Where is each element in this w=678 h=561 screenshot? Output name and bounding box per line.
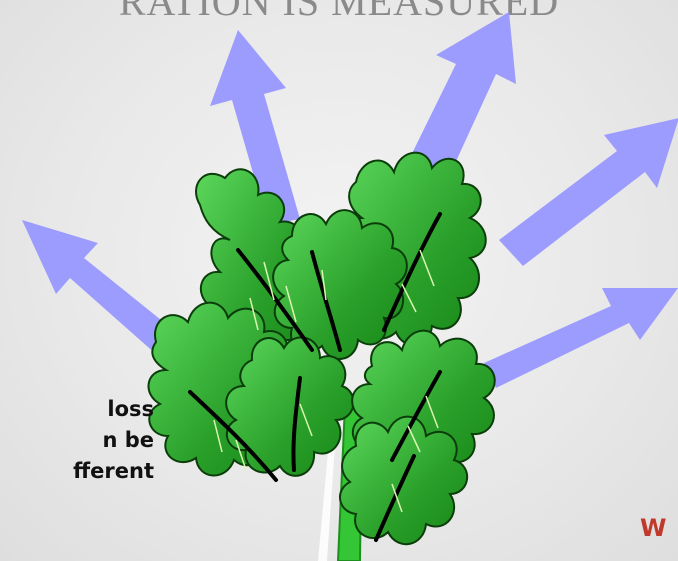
- arrow-icon: [499, 118, 678, 266]
- caption-line: loss: [0, 394, 154, 425]
- arrow-icon: [484, 288, 678, 388]
- caption-line: n be: [0, 425, 154, 456]
- transpiration-caption: loss n be fferent: [0, 394, 154, 487]
- caption-line: fferent: [0, 456, 154, 487]
- corner-label: W: [640, 514, 666, 542]
- plant-illustration: [149, 153, 495, 561]
